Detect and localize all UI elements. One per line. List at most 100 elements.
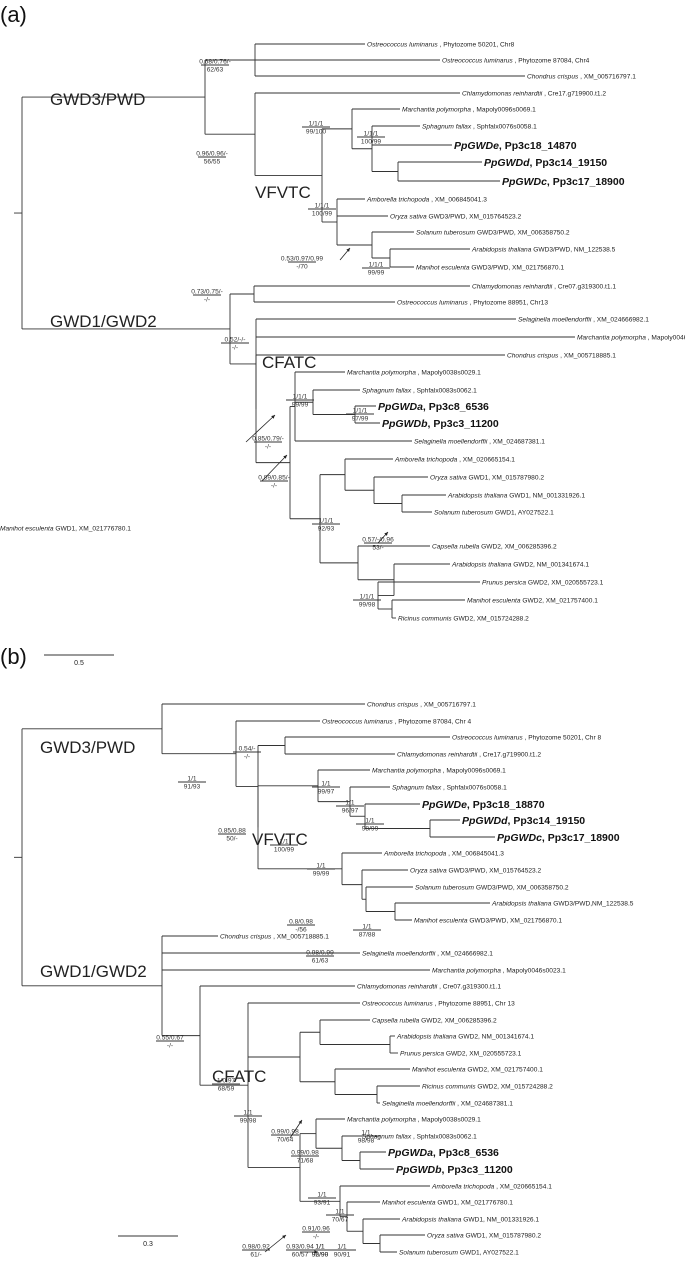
leaf-species: PpGWDd: [484, 157, 530, 169]
leaf-accession: , Cre07.g319300.t1.1: [552, 283, 616, 290]
leaf-accession: , Pp3c18_14870: [499, 140, 577, 152]
panel-label: (b): [0, 644, 27, 669]
leaf-label: Sphagnum fallax , Sphfalx0076s0058.1: [422, 123, 537, 130]
leaf-species: Amborella trichopoda: [431, 1183, 495, 1190]
leaf-label: Capsella rubella GWD2, XM_006285396.2: [372, 1017, 497, 1024]
leaf-species: Sphagnum fallax: [362, 387, 412, 394]
support-value-top: 0.55/0.67: [156, 1035, 184, 1042]
leaf-species: Arabidopsis thaliana: [447, 492, 508, 499]
leaf-accession: , Phytozome 88951, Chr 13: [433, 1000, 515, 1007]
support-value-bottom: 87/88: [359, 932, 376, 939]
leaf-species: Chondrus crispus: [507, 352, 559, 359]
leaf-species: Prunus persica: [482, 579, 526, 586]
leaf-accession: GWD3/PWD, XM_021756870.1: [470, 264, 565, 271]
support-value-bottom: 100/99: [312, 211, 333, 218]
leaf-label: Oryza sativa GWD3/PWD, XM_015764523.2: [390, 213, 522, 220]
leaf-species: Oryza sativa: [390, 213, 427, 220]
support-value-top: 1/1: [187, 776, 196, 783]
support-value-top: 1/1/1: [353, 408, 368, 415]
leaf-accession: , Sphfalx0083s0062.1: [411, 1133, 477, 1140]
leaf-species: Ricinus communis: [398, 615, 452, 622]
leaf-accession: GWD2, XM_006285396.2: [419, 1017, 497, 1024]
leaf-accession: GWD2, XM_021757400.1: [466, 1066, 544, 1073]
leaf-label: Marchantia polymorpha , Mapoly0046s0023.…: [577, 334, 685, 341]
leaf-species: Ostreococcus luminarus: [452, 734, 523, 741]
leaf-accession: , XM_024666982.1: [591, 316, 649, 323]
support-value-top: 0.54/-: [239, 746, 256, 753]
leaf-species: Ostreococcus luminarus: [367, 41, 438, 48]
leaf-species: Marchantia polymorpha: [347, 369, 416, 376]
leaf-label: PpGWDc, Pp3c17_18900: [497, 832, 620, 844]
support-value-bottom: 99/99: [292, 402, 309, 409]
leaf-species: Marchantia polymorpha: [347, 1116, 416, 1123]
leaf-species: Ostreococcus luminarus: [322, 718, 393, 725]
support-value-top: 1/1/1: [364, 131, 379, 138]
leaf-species: Chlamydomonas reinhardtii: [397, 751, 478, 758]
tree-panel-b: (b)Chondrus crispus , XM_005716797.1Ostr…: [0, 644, 634, 1259]
leaf-label: Ostreococcus luminarus , Phytozome 88951…: [362, 1000, 515, 1007]
leaf-accession: , Pp3c8_6536: [433, 1147, 499, 1159]
support-value-top: 1/1/1: [293, 394, 308, 401]
leaf-label: Ricinus communis GWD2, XM_015724288.2: [422, 1083, 553, 1090]
leaf-label: Amborella trichopoda , XM_006845041.3: [383, 850, 504, 857]
leaf-species: Manihot esculenta: [414, 917, 468, 924]
scale-bar-label: 0.5: [74, 660, 84, 667]
support-value-top: 1/1: [316, 863, 325, 870]
leaf-label: Arabidopsis thaliana GWD3/PWD, NM_122538…: [471, 246, 616, 253]
support-value-top: 0.99/0.98: [271, 1129, 299, 1136]
leaf-accession: , XM_020665154.1: [457, 456, 515, 463]
support-value-bottom: 70/64: [277, 1137, 294, 1144]
leaf-species: Marchantia polymorpha: [577, 334, 646, 341]
leaf-species: Oryza sativa: [427, 1232, 464, 1239]
leaf-species: Capsella rubella: [432, 543, 480, 550]
leaf-species: Amborella trichopoda: [383, 850, 447, 857]
support-value-bottom: 98/99: [362, 826, 379, 833]
leaf-accession: , Mapoly0096s0069.1: [471, 106, 536, 113]
clade-label: CFATC: [262, 353, 316, 372]
leaf-label: Arabidopsis thaliana GWD2, NM_001341674.…: [451, 561, 589, 568]
leaf-label: PpGWDb, Pp3c3_11200: [382, 418, 499, 430]
clade-label: CFATC: [212, 1067, 266, 1086]
leaf-label: PpGWDe, Pp3c18_14870: [454, 140, 577, 152]
leaf-label: Chondrus crispus , XM_005718885.1: [220, 933, 329, 940]
arrowhead: [314, 1250, 318, 1254]
leaf-label: Ostreococcus luminarus , Phytozome 87084…: [322, 718, 472, 725]
support-value-top: 1/1/1: [315, 203, 330, 210]
leaf-label: Selaginella moellendorffii , XM_02468738…: [414, 438, 545, 445]
leaf-species: Ostreococcus luminarus: [442, 57, 513, 64]
support-value-bottom: -/-: [265, 444, 271, 451]
leaf-species: Ricinus communis: [422, 1083, 476, 1090]
support-value-bottom: -/-: [244, 754, 250, 761]
leaf-accession: , XM_005716797.1: [418, 701, 476, 708]
leaf-accession: GWD1, AY027522.1: [458, 1249, 519, 1256]
leaf-species: Selaginella moellendorffii: [382, 1100, 456, 1107]
leaf-species: Arabidopsis thaliana: [471, 246, 532, 253]
leaf-accession: , Pp3c8_6536: [423, 401, 489, 413]
leaf-species: Arabidopsis thaliana: [491, 900, 552, 907]
leaf-label: Ostreococcus luminarus , Phytozome 88951…: [397, 299, 548, 306]
leaf-label: Ostreococcus luminarus , Phytozome 87084…: [442, 57, 590, 64]
leaf-species: PpGWDc: [502, 176, 547, 188]
leaf-species: PpGWDe: [454, 140, 499, 152]
leaf-accession: , XM_024687381.1: [455, 1100, 513, 1107]
leaf-label: Amborella trichopoda , XM_020665154.1: [431, 1183, 552, 1190]
support-value-top: 0.91/0.96: [302, 1226, 330, 1233]
leaf-label: PpGWDe, Pp3c18_18870: [422, 799, 545, 811]
leaf-label: Manihot esculenta GWD2, XM_021757400.1: [412, 1066, 543, 1073]
support-value-top: 1/0.97: [217, 1078, 236, 1085]
support-pointer-arrow: [245, 414, 276, 443]
support-value-bottom: 93/91: [314, 1200, 331, 1207]
leaf-label: PpGWDd, Pp3c14_19150: [462, 815, 585, 827]
leaf-label: Manihot esculenta GWD3/PWD, XM_021756870…: [416, 264, 564, 271]
support-value-bottom: 99/99: [368, 270, 385, 277]
support-value-bottom: 61/-: [250, 1252, 261, 1259]
leaf-accession: , Mapoly0046s0023.1: [501, 967, 566, 974]
support-value-bottom: 92/93: [318, 526, 335, 533]
leaf-accession: , XM_020665154.1: [494, 1183, 552, 1190]
leaf-species: Arabidopsis thaliana: [396, 1033, 457, 1040]
leaf-label: Chondrus crispus , XM_005718885.1: [507, 352, 616, 359]
support-value-bottom: 99/99: [313, 871, 330, 878]
leaf-accession: , Sphfalx0076s0058.1: [441, 784, 507, 791]
arrowhead: [384, 532, 388, 536]
leaf-species: Marchantia polymorpha: [432, 967, 501, 974]
